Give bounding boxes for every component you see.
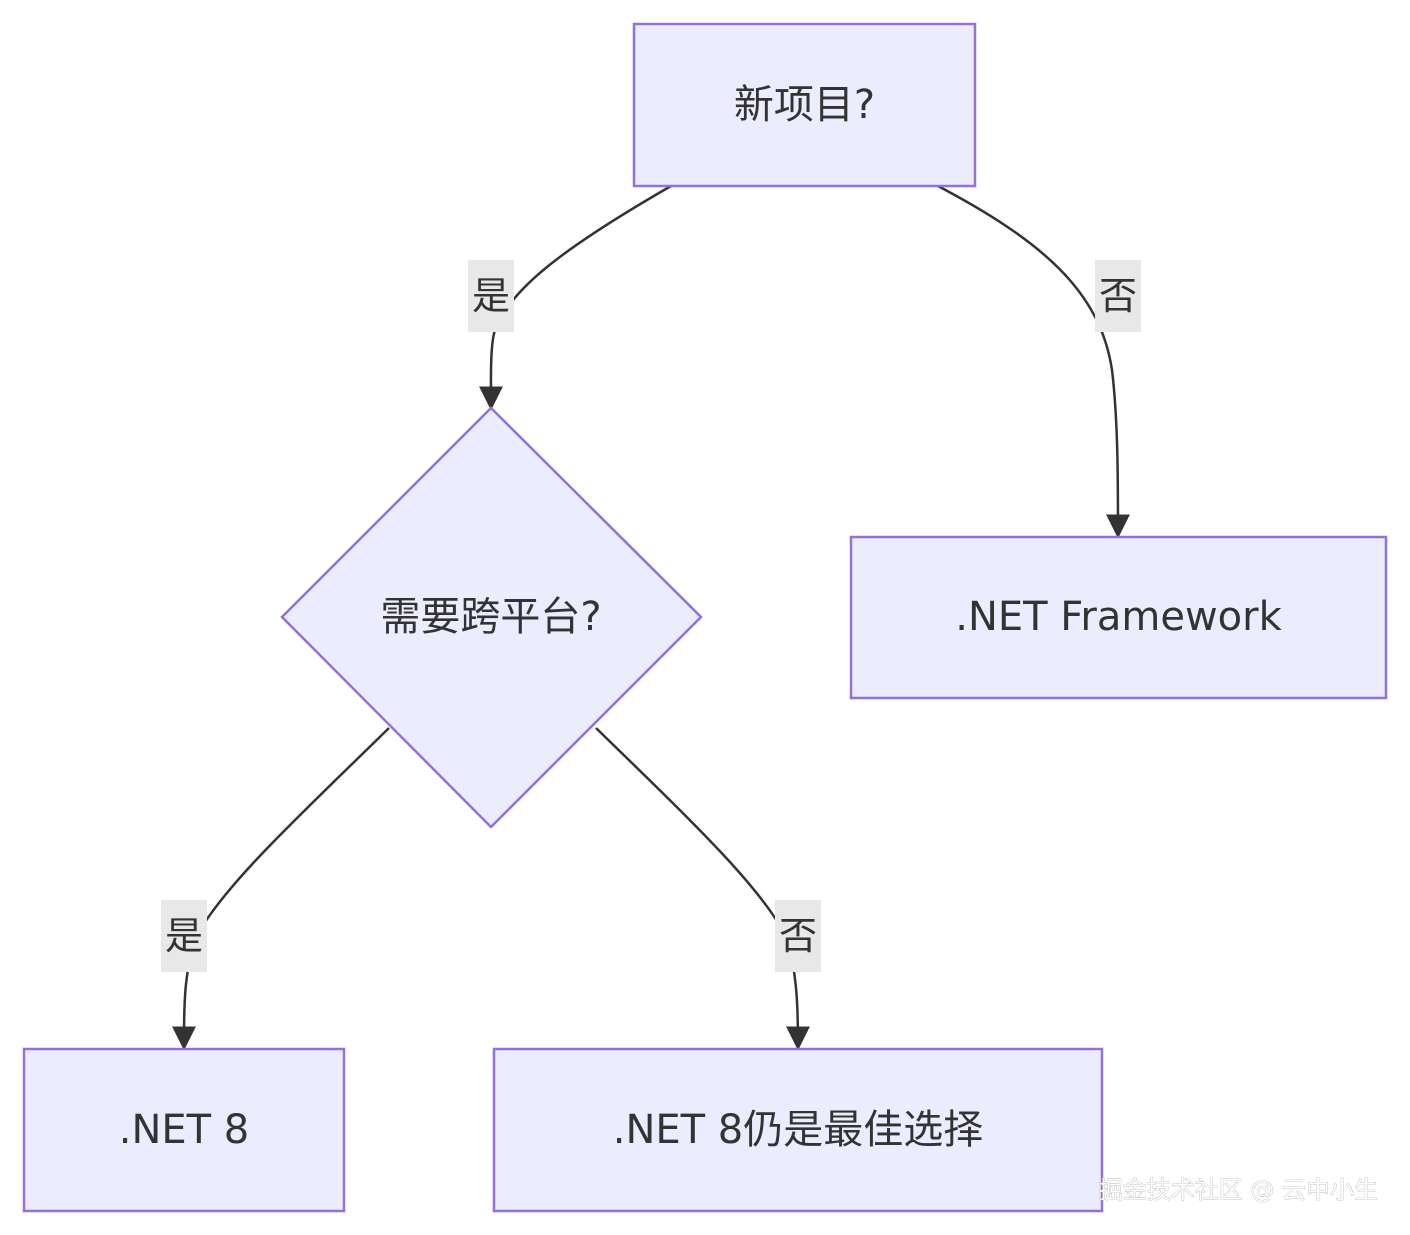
svg-text:否: 否 xyxy=(1099,274,1137,318)
node-net-framework-label: .NET Framework xyxy=(955,594,1282,640)
edge-label-new-no: 否 xyxy=(1095,260,1141,332)
edge-label-cross-yes: 是 xyxy=(161,900,207,972)
edge-new-no xyxy=(937,184,1130,539)
node-cross-platform-label: 需要跨平台? xyxy=(380,594,601,640)
edge-cross-no xyxy=(595,727,810,1051)
node-net8: .NET 8 xyxy=(22,1047,346,1213)
edge-cross-yes xyxy=(171,727,390,1051)
node-cross-platform: 需要跨平台? xyxy=(280,406,703,829)
node-net-framework: .NET Framework xyxy=(849,535,1388,700)
watermark-text: 掘金技术社区 @ 云中小生 xyxy=(1099,1176,1378,1204)
edge-label-cross-no: 否 xyxy=(775,900,821,972)
node-new-project: 新项目? xyxy=(632,22,977,188)
svg-text:否: 否 xyxy=(779,914,817,958)
edge-label-new-yes: 是 xyxy=(468,260,514,332)
node-new-project-label: 新项目? xyxy=(734,82,875,128)
svg-text:是: 是 xyxy=(165,914,203,958)
node-net8-best-label: .NET 8仍是最佳选择 xyxy=(613,1107,984,1153)
node-net8-label: .NET 8 xyxy=(119,1107,250,1153)
svg-text:是: 是 xyxy=(472,274,510,318)
node-net8-best: .NET 8仍是最佳选择 xyxy=(492,1047,1104,1213)
edge-new-yes xyxy=(478,184,672,411)
